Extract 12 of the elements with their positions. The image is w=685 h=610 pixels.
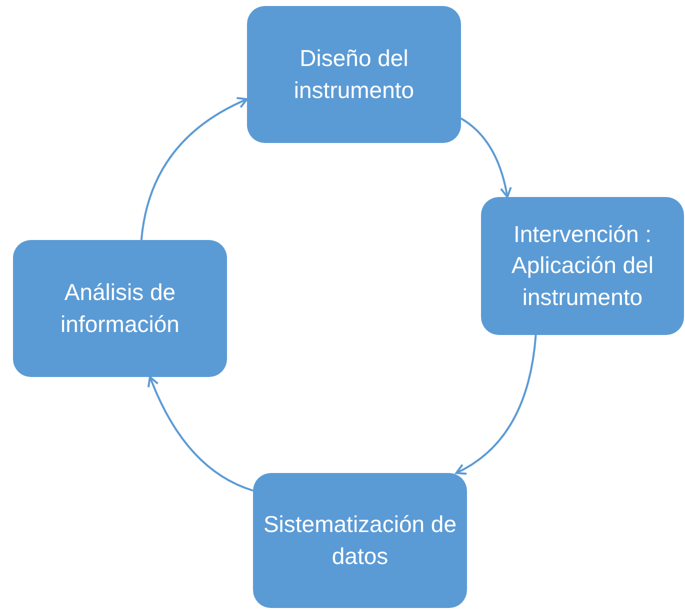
process-box — [253, 473, 467, 608]
curved-arrow — [148, 376, 254, 492]
curved-arrow — [455, 334, 537, 474]
process-box — [481, 197, 684, 335]
process-box — [13, 240, 227, 377]
box-label: Análisis de información — [60, 278, 180, 338]
box-label: Intervención : Aplicación del instrumento — [510, 220, 654, 312]
curved-arrow — [460, 118, 512, 198]
curved-arrow — [140, 97, 248, 240]
box-label: Diseño del instrumento — [292, 44, 416, 104]
process-box — [247, 6, 461, 143]
box-label: Sistematización de datos — [262, 510, 458, 570]
